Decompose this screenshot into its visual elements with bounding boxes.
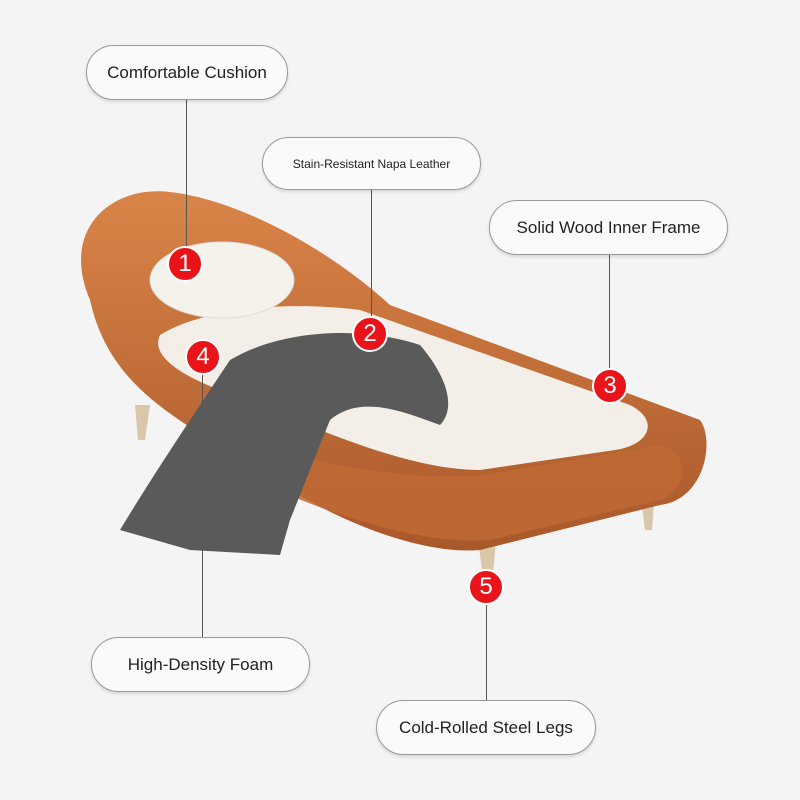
leader-line-1 bbox=[186, 100, 187, 246]
callout-label: Stain-Resistant Napa Leather bbox=[292, 156, 451, 171]
number-badge-4: 4 bbox=[185, 339, 221, 375]
callout-wood-frame: Solid Wood Inner Frame bbox=[489, 200, 728, 255]
callout-high-density-foam: High-Density Foam bbox=[91, 637, 310, 692]
number-badge-3: 3 bbox=[592, 368, 628, 404]
callout-label: Solid Wood Inner Frame bbox=[516, 217, 701, 237]
callout-steel-legs: Cold-Rolled Steel Legs bbox=[376, 700, 596, 755]
callout-label: High-Density Foam bbox=[127, 654, 274, 674]
leader-line-2 bbox=[371, 190, 372, 316]
callout-label: Comfortable Cushion bbox=[107, 62, 267, 82]
callout-label: Cold-Rolled Steel Legs bbox=[399, 717, 573, 737]
leader-line-3 bbox=[609, 255, 610, 368]
callout-comfortable-cushion: Comfortable Cushion bbox=[86, 45, 288, 100]
number-badge-2: 2 bbox=[352, 316, 388, 352]
callout-napa-leather: Stain-Resistant Napa Leather bbox=[262, 137, 481, 190]
number-badge-5: 5 bbox=[468, 569, 504, 605]
front-bolster bbox=[250, 440, 683, 541]
leg bbox=[135, 405, 150, 440]
leader-line-4 bbox=[202, 375, 203, 637]
number-badge-1: 1 bbox=[167, 246, 203, 282]
leader-line-5 bbox=[486, 605, 487, 700]
